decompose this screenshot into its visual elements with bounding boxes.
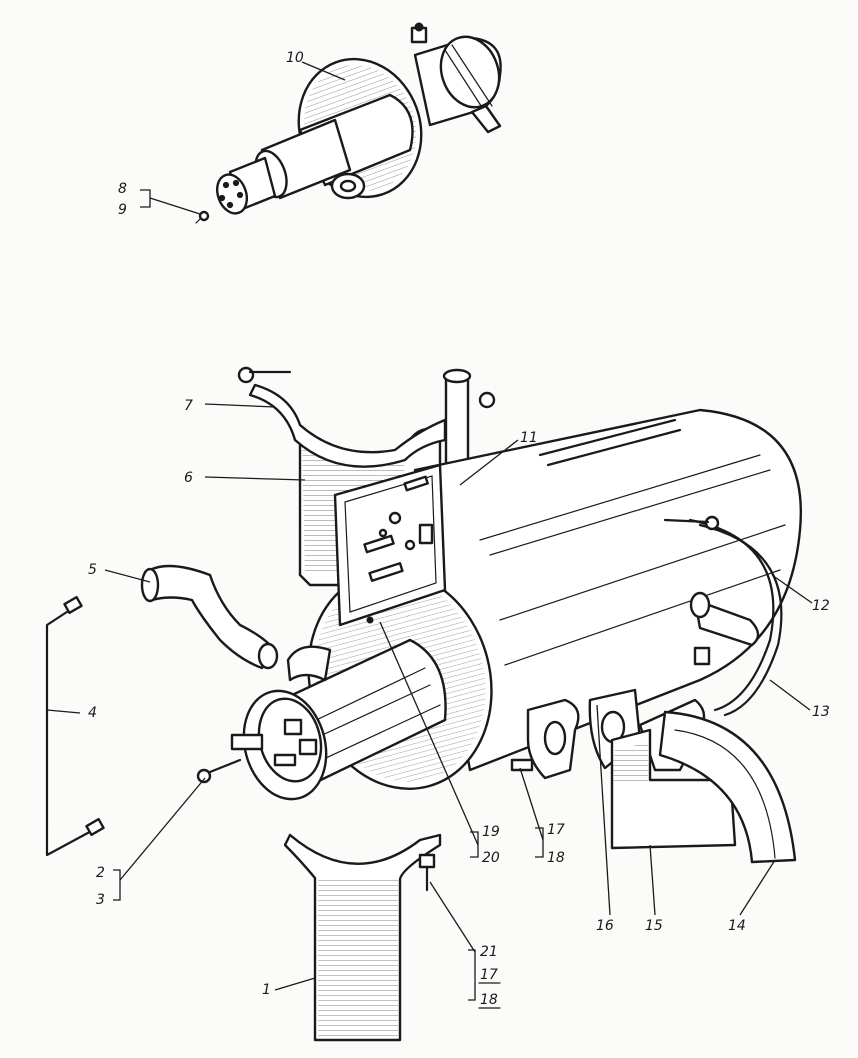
callout-18: 18 xyxy=(547,850,565,866)
callout-14: 14 xyxy=(728,918,746,934)
main-cylinder xyxy=(413,408,802,772)
callout-18b: 18 xyxy=(480,992,498,1008)
callout-3: 3 xyxy=(96,892,105,908)
callout-20: 20 xyxy=(482,850,500,866)
callout-8: 8 xyxy=(118,181,127,197)
callout-2: 2 xyxy=(96,865,105,881)
leader-lines xyxy=(46,61,813,1001)
callout-11: 11 xyxy=(520,430,538,446)
burner-assembly xyxy=(195,22,502,224)
callout-labels: 10 8 9 7 6 11 5 4 12 13 2 3 19 20 17 18 … xyxy=(88,50,830,1009)
callout-17: 17 xyxy=(547,822,565,838)
callout-5: 5 xyxy=(88,562,97,578)
callout-17b: 17 xyxy=(480,967,498,983)
heater-body xyxy=(45,366,802,1042)
callout-21: 21 xyxy=(480,944,498,960)
air-hose-5 xyxy=(148,564,272,670)
callout-13: 13 xyxy=(812,704,830,720)
callout-15: 15 xyxy=(645,918,663,934)
callout-4: 4 xyxy=(88,705,97,721)
callout-1: 1 xyxy=(262,982,271,998)
callout-6: 6 xyxy=(184,470,193,486)
exhaust-elbow-14 xyxy=(658,710,797,864)
callout-16: 16 xyxy=(596,918,614,934)
callout-7: 7 xyxy=(184,398,193,414)
callout-10: 10 xyxy=(286,50,304,66)
callout-19: 19 xyxy=(482,824,500,840)
callout-12: 12 xyxy=(812,598,830,614)
callout-9: 9 xyxy=(118,202,127,218)
